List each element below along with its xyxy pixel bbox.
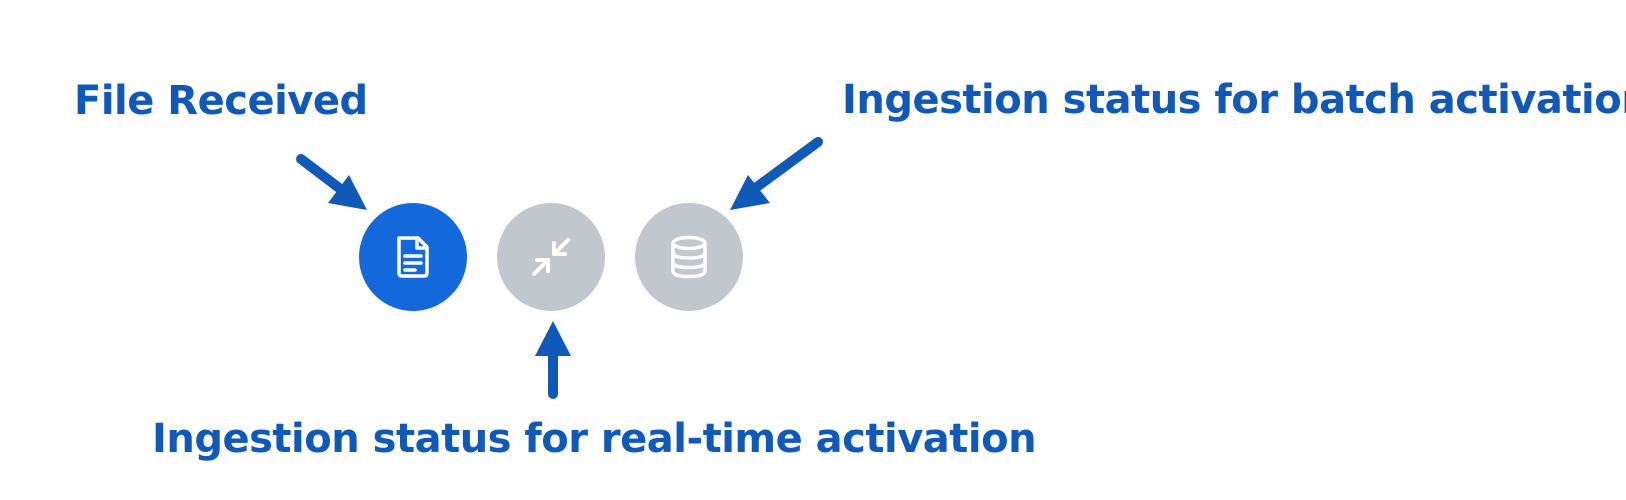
document-icon bbox=[397, 236, 429, 278]
realtime-activation-label: Ingestion status for real-time activatio… bbox=[152, 416, 1037, 462]
file-received-label: File Received bbox=[74, 78, 368, 124]
database-icon bbox=[671, 235, 707, 279]
batch-activation-label: Ingestion status for batch activation bbox=[842, 77, 1626, 123]
arrow-to-batch-status bbox=[730, 137, 823, 210]
arrow-to-file-status bbox=[296, 154, 367, 210]
arrow-to-realtime-status bbox=[535, 321, 571, 399]
realtime-ingestion-status[interactable] bbox=[497, 203, 605, 311]
batch-ingestion-status[interactable] bbox=[635, 203, 743, 311]
file-received-status[interactable] bbox=[359, 203, 467, 311]
compress-arrows-icon bbox=[532, 238, 570, 276]
